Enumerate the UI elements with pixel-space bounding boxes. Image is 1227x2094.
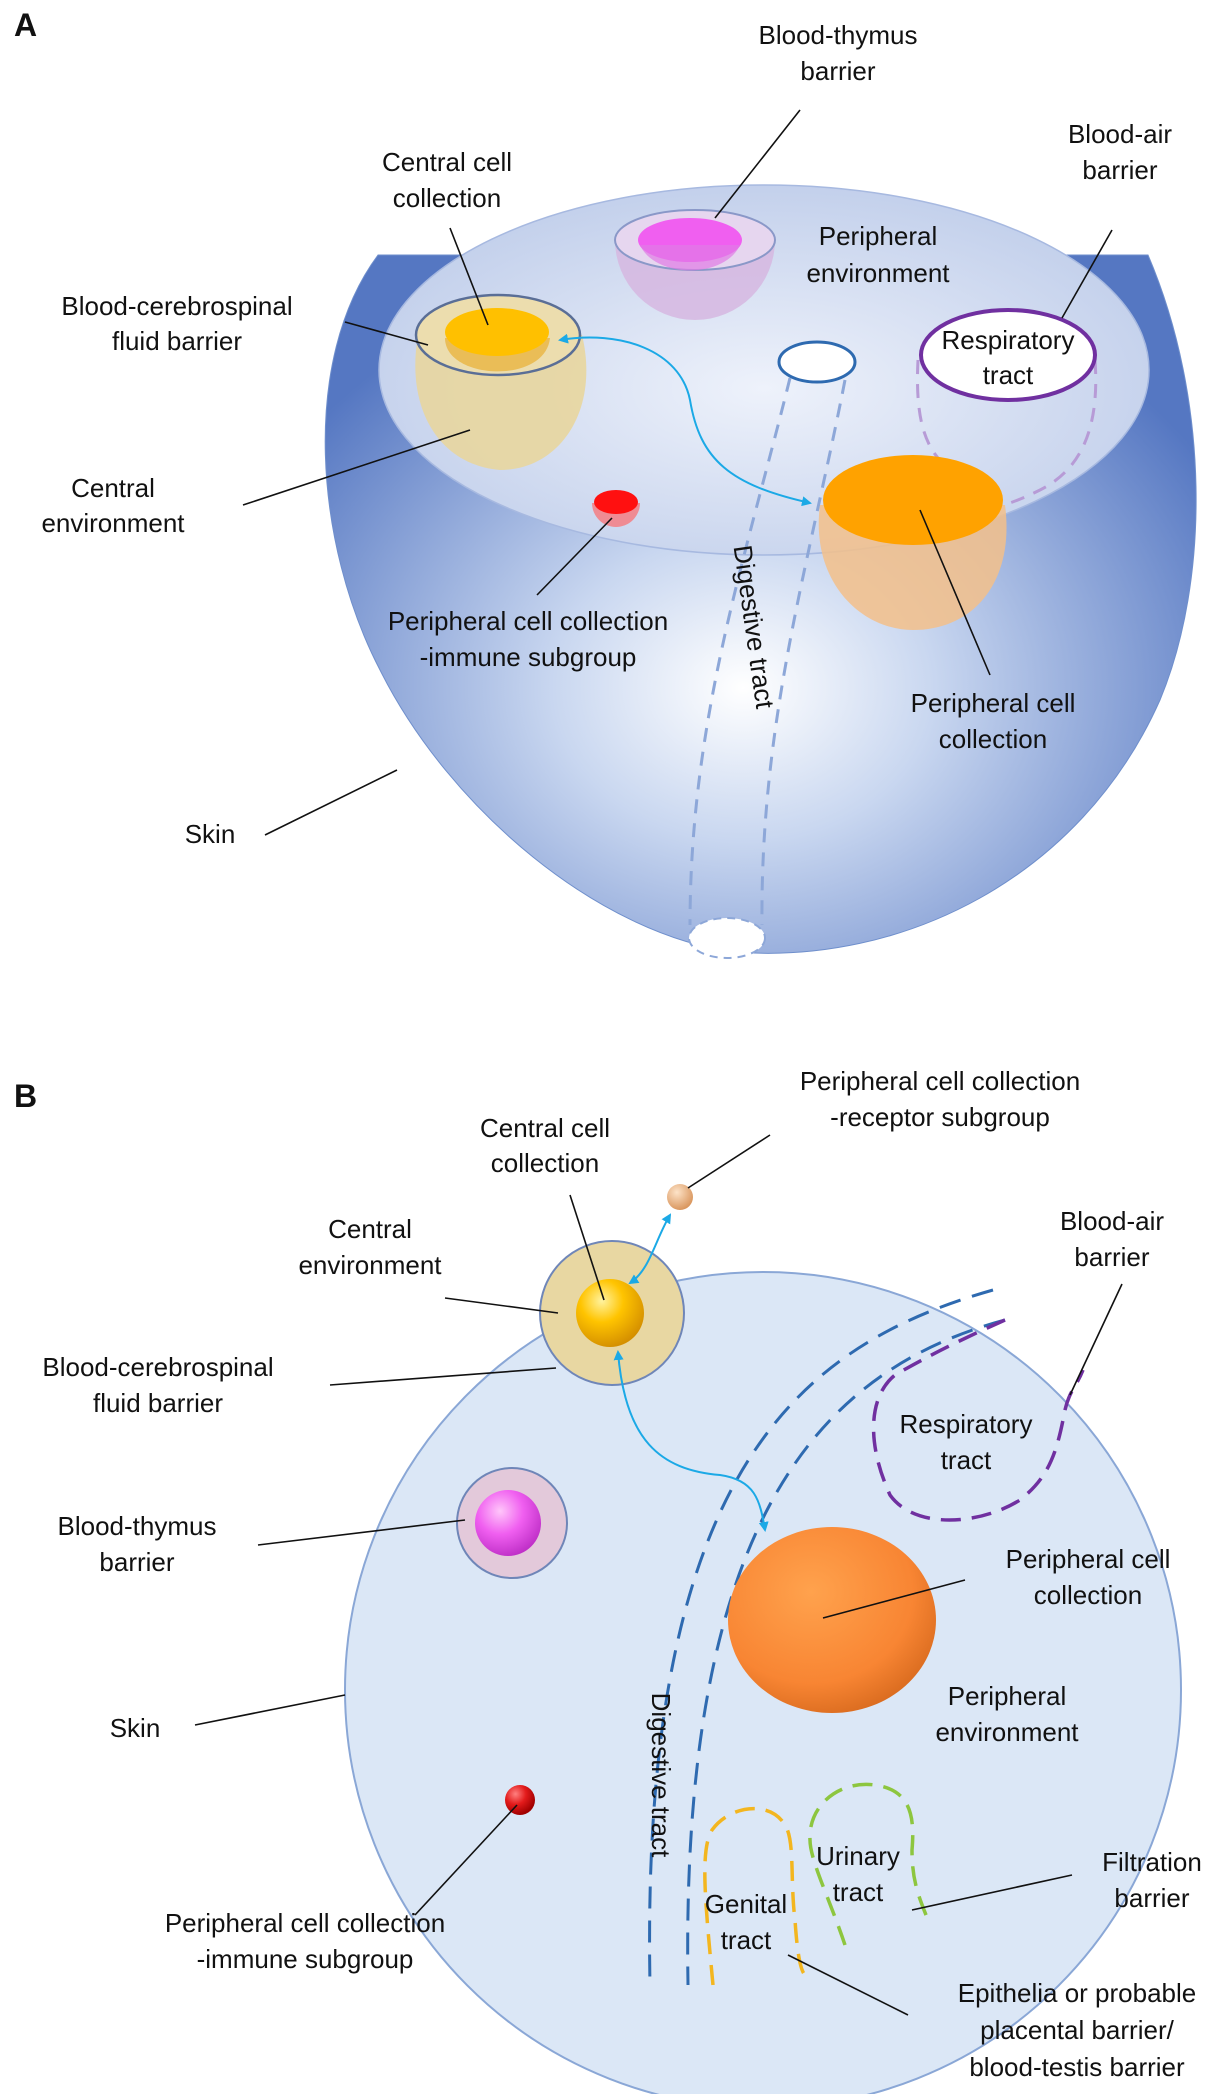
peripheral-collection-b — [728, 1527, 936, 1713]
leader-epithelia-b — [787, 1954, 909, 2016]
panel-b-letter: B — [14, 1078, 37, 1114]
leader-thymus-b — [257, 1519, 466, 1546]
leader-blood-air-a — [1061, 229, 1113, 319]
panel-a-letter: A — [14, 7, 37, 43]
central-peripheral-arrow-b — [613, 1350, 769, 1532]
label-immune-a: Peripheral cell collection-immune subgro… — [388, 606, 668, 672]
leader-peripheral-b — [822, 1579, 966, 1619]
thymus-barrier-a — [614, 209, 776, 320]
receptor-subgroup-ball-b — [667, 1184, 693, 1210]
central-environment-a — [414, 293, 587, 470]
leader-peripheral-a — [919, 509, 991, 676]
leader-blood-air-b — [1069, 1283, 1123, 1396]
leader-receptor-b — [687, 1134, 771, 1189]
panel-b: B — [14, 1066, 1202, 2094]
leader-central-cell-a — [449, 227, 489, 326]
central-receptor-arrow-b — [628, 1213, 672, 1285]
label-receptor-b: Peripheral cell collection-receptor subg… — [800, 1066, 1080, 1132]
respiratory-tract-b — [871, 1318, 1085, 1522]
central-peripheral-arrow-a — [558, 333, 812, 507]
leader-thymus-a — [714, 109, 801, 219]
genital-tract-b — [703, 1806, 807, 1986]
immune-subgroup-ball-b — [505, 1785, 535, 1815]
label-digestive-b: Digestive tract — [646, 1693, 676, 1858]
label-immune-b: Peripheral cell collection-immune subgro… — [165, 1908, 445, 1974]
leader-skin-a — [264, 769, 398, 836]
label-skin-b: Skin — [110, 1713, 161, 1743]
central-environment-b — [539, 1240, 685, 1386]
thymus-barrier-b — [456, 1467, 568, 1579]
leader-csf-a — [344, 321, 429, 346]
leader-skin-b — [194, 1694, 346, 1726]
leader-csf-b — [329, 1367, 557, 1386]
respiratory-tract-a — [916, 308, 1098, 514]
leader-central-env-b — [444, 1297, 559, 1314]
panel-a: A — [14, 7, 1197, 959]
urinary-tract-b — [808, 1782, 930, 1946]
leader-immune-a — [536, 517, 613, 596]
leader-filtration-b — [911, 1874, 1073, 1911]
leader-central-env-a — [242, 429, 471, 506]
peripheral-collection-a — [818, 455, 1007, 630]
leader-central-cell-b — [569, 1194, 605, 1301]
leader-immune-b — [414, 1804, 518, 1916]
label-skin-a: Skin — [185, 819, 236, 849]
central-cell-ball-b — [576, 1279, 644, 1347]
